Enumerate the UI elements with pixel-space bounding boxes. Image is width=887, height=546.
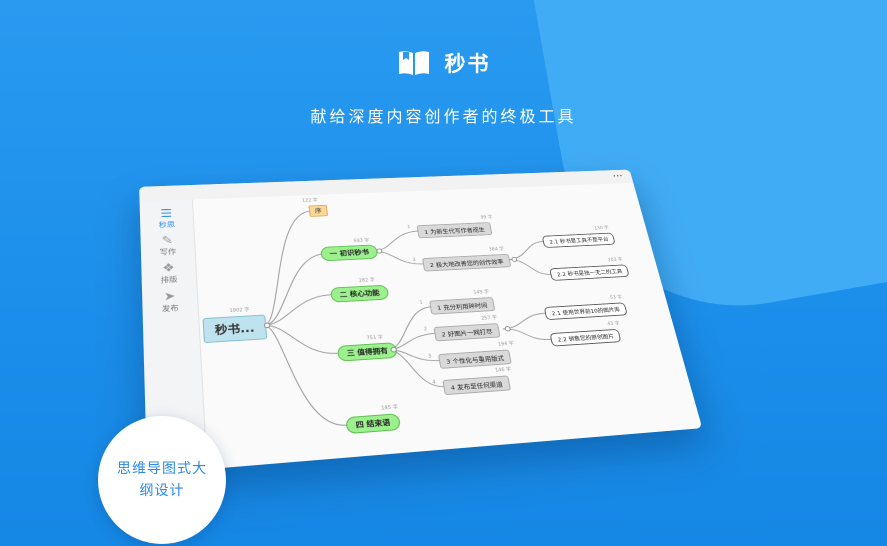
node-index: 1	[419, 300, 424, 306]
node-intro[interactable]: 序	[308, 204, 329, 217]
word-count: 1902 字	[229, 307, 250, 314]
word-count: 130 字	[593, 225, 610, 232]
word-count: 149 字	[473, 289, 490, 296]
sidebar-item-layout[interactable]: ❖ 排版	[141, 261, 196, 286]
node-index: 2	[412, 257, 417, 263]
sidebar-item-publish[interactable]: ➤ 发布	[142, 290, 198, 316]
layout-icon: ❖	[162, 261, 175, 276]
word-count: 53 字	[609, 294, 623, 301]
node-index: 3	[427, 353, 432, 360]
header: 秒书 献给深度内容创作者的终极工具	[0, 48, 887, 127]
word-count: 122 字	[301, 197, 318, 204]
sidebar-item-label: 秒思	[158, 220, 176, 229]
brand: 秒书	[397, 48, 491, 78]
collapse-toggle[interactable]	[511, 256, 518, 262]
mindmap-canvas[interactable]: 秒书... 1902 字 序 122 字 一 初识秒书 593 字 1 为新生代…	[192, 183, 702, 469]
node-index: 2	[423, 326, 428, 333]
sidebar-item-label: 写作	[159, 247, 177, 257]
node-index: 4	[432, 379, 437, 386]
sidebar-item-outline[interactable]: ☰ 秒思	[140, 208, 194, 231]
word-count: 257 字	[480, 315, 498, 322]
word-count: 203 字	[607, 257, 624, 263]
feature-badge: 思维导图式大纲设计	[98, 416, 226, 544]
sidebar-item-label: 发布	[161, 303, 179, 314]
tablet-device: ··· ☰ 秒思 ✎ 写作 ❖ 排版 ➤ 发布	[139, 169, 703, 475]
node-index: 1	[407, 224, 411, 230]
sidebar-item-write[interactable]: ✎ 写作	[141, 234, 195, 258]
word-count: 145 字	[380, 404, 399, 412]
more-icon[interactable]: ···	[611, 170, 625, 182]
word-count: 43 字	[606, 320, 621, 327]
word-count: 146 字	[494, 366, 512, 374]
send-icon: ➤	[163, 289, 176, 304]
word-count: 282 字	[358, 277, 376, 284]
collapse-toggle[interactable]	[504, 325, 512, 332]
pencil-icon: ✎	[161, 234, 174, 248]
book-logo-icon	[398, 51, 429, 75]
feature-badge-text: 思维导图式大纲设计	[117, 461, 207, 499]
app-name: 秒书	[444, 52, 491, 76]
tagline: 献给深度内容创作者的终极工具	[310, 107, 577, 126]
word-count: 593 字	[353, 238, 370, 244]
sidebar-item-label: 排版	[160, 275, 178, 285]
root-node[interactable]: 秒书...	[202, 314, 267, 344]
outline-icon: ☰	[160, 207, 173, 221]
word-count: 751 字	[366, 334, 384, 342]
collapse-toggle[interactable]	[376, 248, 383, 254]
word-count: 384 字	[488, 246, 505, 253]
node-branch-1[interactable]: 一 初识秒书	[320, 244, 379, 262]
word-count: 194 字	[497, 340, 515, 348]
word-count: 99 字	[480, 214, 494, 221]
